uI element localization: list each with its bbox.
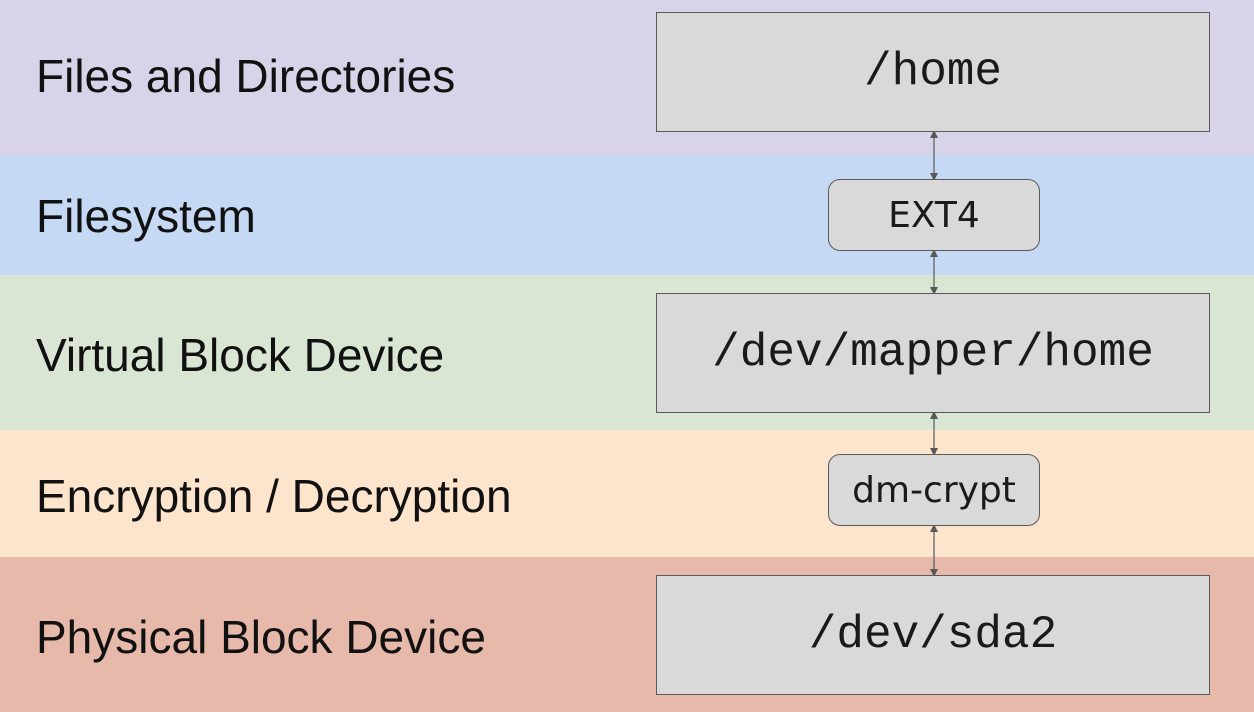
node-dev-mapper-home: /dev/mapper/home [656,293,1210,413]
node-ext4-filesystem: EXT4 [828,179,1040,251]
layer-label-virtual-block-device: Virtual Block Device [36,329,445,381]
layer-label-encryption-decryption: Encryption / Decryption [36,470,512,522]
layer-band-encryption [0,430,1254,557]
layer-band-filesystem [0,155,1254,275]
node-dev-sda2: /dev/sda2 [656,575,1210,695]
layer-label-physical-block-device: Physical Block Device [36,611,486,663]
node-dm-crypt: dm-crypt [828,454,1040,526]
node-home-directory: /home [656,12,1210,132]
layer-label-filesystem: Filesystem [36,190,256,242]
layer-label-files-and-directories: Files and Directories [36,50,456,102]
